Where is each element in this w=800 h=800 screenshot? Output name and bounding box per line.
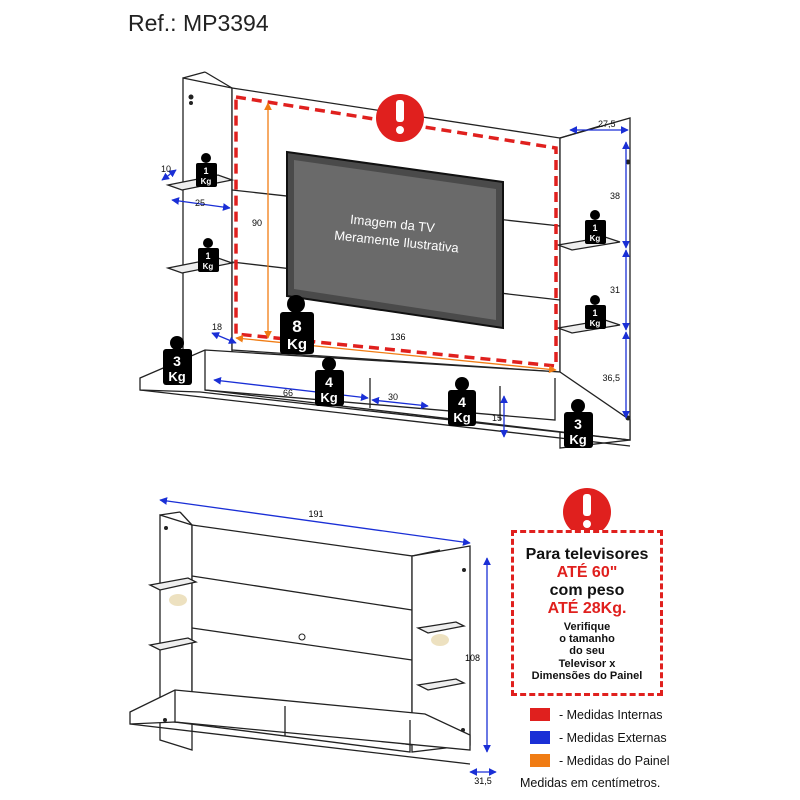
warning-icon-top [376,94,424,142]
legend-item-panel: - Medidas do Painel [530,749,669,772]
svg-text:Kg: Kg [569,432,586,447]
svg-text:1: 1 [592,223,597,233]
dim-18: 18 [212,322,222,332]
svg-text:1: 1 [592,308,597,318]
tv-limit-warning-box: Para televisores ATÉ 60" com peso ATÉ 28… [511,530,663,696]
legend-swatch-internal [530,708,550,721]
dim-191: 191 [308,509,323,519]
warning-line9: Dimensões do Painel [531,669,643,682]
reference-code: Ref.: MP3394 [128,10,269,36]
weight-icon-1kg-b: 1 Kg [198,238,219,272]
bottom-external-dimensions [159,497,497,776]
dim-136: 136 [390,332,405,342]
weight-icon-1kg-a: 1 Kg [196,153,217,187]
dim-31-5: 31,5 [474,776,492,786]
legend-swatch-panel [530,754,550,767]
dim-31: 31 [610,285,620,295]
svg-text:Kg: Kg [590,319,601,328]
svg-text:Kg: Kg [590,234,601,243]
dim-25: 25 [195,198,205,208]
warning-icon-bottom [563,488,611,536]
warning-line3: com peso [549,581,625,599]
warning-line4: ATÉ 28Kg. [547,599,627,617]
warning-line8: Televisor x [558,657,616,670]
dim-66: 66 [283,388,293,398]
legend-footnote: Medidas em centímetros. [520,776,661,790]
weight-icon-1kg-d: 1 Kg [585,295,606,329]
internal-measure-outline [234,94,558,368]
svg-text:4: 4 [458,394,466,410]
dim-10: 10 [161,164,171,174]
weight-icon-3kg-a: 3 Kg [163,336,192,385]
warning-line6: o tamanho [559,632,615,645]
warning-line1: Para televisores [525,546,649,563]
legend-swatch-external [530,731,550,744]
svg-text:1: 1 [203,166,208,176]
legend-label-internal: - Medidas Internas [559,707,663,722]
svg-text:Kg: Kg [320,390,337,405]
legend-label-panel: - Medidas do Painel [559,753,670,768]
legend: - Medidas Internas - Medidas Externas - … [520,703,669,791]
svg-text:Kg: Kg [168,369,185,384]
svg-text:3: 3 [173,353,181,369]
weight-icon-1kg-c: 1 Kg [585,210,606,244]
svg-text:1: 1 [205,251,210,261]
svg-text:Kg: Kg [287,336,307,353]
bottom-view-furniture [129,511,471,765]
dim-90: 90 [252,218,262,228]
weight-icons: 1 Kg 1 Kg 1 Kg 1 Kg 8 Kg [163,153,606,448]
dim-30: 30 [388,392,398,402]
svg-text:Kg: Kg [201,177,212,186]
legend-item-external: - Medidas Externas [530,726,669,749]
svg-text:Kg: Kg [453,410,470,425]
warning-line7: do seu [569,645,605,658]
weight-icon-4kg-b: 4 Kg [448,377,476,426]
warning-line2: ATÉ 60" [556,563,618,581]
weight-icon-8kg: 8 Kg [280,295,314,354]
warning-line5: Verifique [563,620,611,633]
dim-36-5: 36,5 [602,373,620,383]
svg-text:3: 3 [574,416,582,432]
shelf-lights [169,594,449,646]
svg-text:8: 8 [292,317,301,336]
svg-text:4: 4 [325,374,333,390]
svg-text:Kg: Kg [203,262,214,271]
legend-label-external: - Medidas Externas [559,730,667,745]
dim-15: 15 [492,413,502,423]
tv-screen: Imagem da TV Meramente Ilustrativa [286,150,504,330]
legend-item-internal: - Medidas Internas [530,703,669,726]
dim-27-5: 27,5 [598,119,616,129]
weight-icon-4kg-a: 4 Kg [315,357,344,406]
weight-icon-3kg-b: 3 Kg [564,399,593,448]
dim-108: 108 [465,653,480,663]
dim-38: 38 [610,191,620,201]
